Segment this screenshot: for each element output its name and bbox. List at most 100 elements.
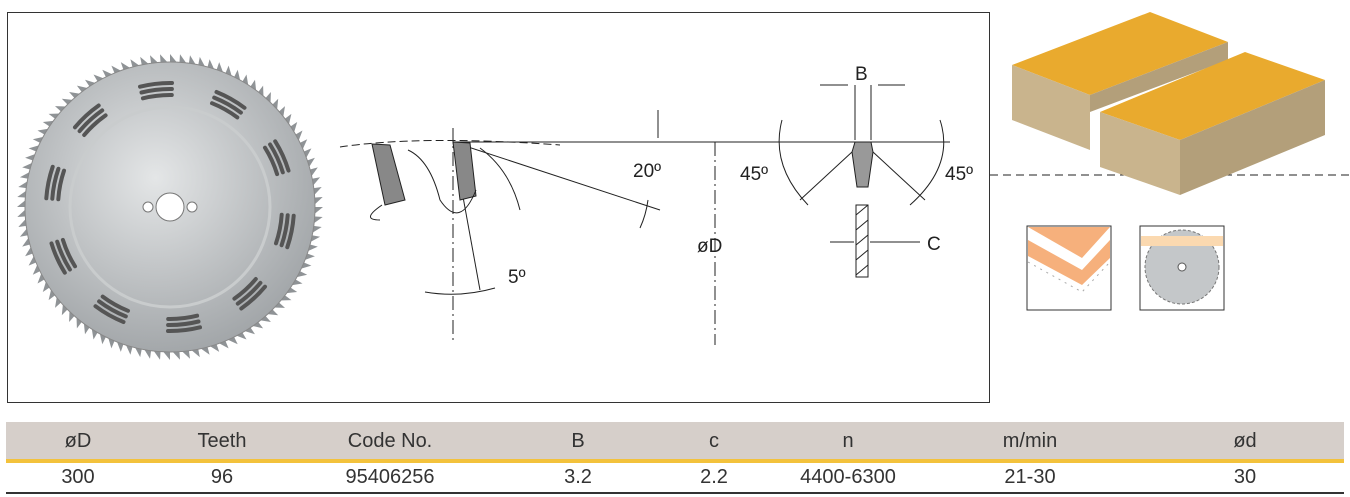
- header-teeth: Teeth: [197, 430, 247, 452]
- expansion-slot: [139, 86, 174, 95]
- expansion-slot: [77, 108, 105, 134]
- saw-tooth: [42, 280, 51, 292]
- expansion-slot: [140, 92, 174, 101]
- expansion-slot: [210, 101, 240, 120]
- expansion-slot: [55, 239, 72, 272]
- expansion-slot: [274, 212, 284, 246]
- expansion-slot: [285, 213, 296, 250]
- label-hook-angle: 5º: [508, 267, 526, 288]
- saw-tooth: [153, 350, 161, 360]
- saw-tooth: [91, 327, 98, 340]
- saw-tooth: [76, 85, 89, 93]
- expansion-slot: [214, 90, 247, 110]
- expansion-slot: [235, 280, 263, 306]
- saw-tooth: [290, 279, 303, 286]
- expansion-slot: [60, 237, 77, 269]
- label-right-angle: 45º: [945, 164, 973, 185]
- laminated-panel-icon: [1026, 225, 1112, 311]
- expansion-slot: [273, 139, 291, 173]
- cell-c: 2.2: [700, 466, 728, 488]
- saw-tooth: [313, 207, 323, 215]
- expansion-slot: [44, 164, 55, 201]
- saw-tooth: [160, 54, 169, 64]
- saw-tooth: [251, 321, 264, 329]
- saw-tooth: [289, 122, 298, 134]
- expansion-slot: [239, 284, 267, 311]
- saw-tooth: [188, 55, 197, 66]
- saw-tooth: [17, 190, 27, 198]
- saw-tooth: [17, 199, 27, 207]
- saw-tooth: [312, 187, 322, 196]
- saw-tooth: [150, 55, 159, 65]
- cell-m-min: 21-30: [1004, 466, 1056, 488]
- saw-tooth: [179, 54, 187, 64]
- cell-bore: 30: [1233, 466, 1257, 488]
- saw-tooth: [93, 74, 105, 83]
- expansion-slot: [138, 80, 174, 89]
- saw-tooth: [48, 288, 56, 301]
- saw-tooth: [311, 225, 322, 234]
- saw-tooth: [83, 322, 90, 335]
- saw-tooth: [243, 326, 255, 335]
- saw-tooth: [69, 92, 81, 99]
- saw-tooth: [85, 79, 97, 88]
- saw-tooth: [235, 331, 247, 340]
- saw-tooth: [313, 216, 323, 224]
- saw-tooth: [271, 98, 279, 111]
- saw-tooth: [143, 348, 152, 359]
- saw-tooth: [162, 350, 170, 360]
- expansion-slot: [279, 213, 290, 248]
- expansion-slot: [212, 95, 243, 115]
- expansion-slot: [166, 325, 202, 334]
- expansion-slot: [166, 313, 200, 322]
- saw-tooth: [17, 208, 27, 217]
- header-n: n: [842, 430, 854, 452]
- saw-tooth: [170, 54, 178, 64]
- label-diameter: øD: [697, 236, 722, 257]
- cell-diameter: 300: [61, 466, 95, 488]
- saw-tooth: [285, 287, 298, 294]
- saw-tooth: [266, 308, 279, 316]
- saw-tooth: [61, 303, 69, 316]
- expansion-slot: [49, 241, 67, 275]
- expansion-slot: [73, 103, 101, 130]
- header-m-min: m/min: [1002, 430, 1058, 452]
- saw-tooth: [313, 197, 323, 206]
- saw-cutting-icon: [1139, 225, 1225, 311]
- saw-tooth: [181, 349, 190, 359]
- saw-tooth: [61, 98, 74, 106]
- technical-drawing: B 20º 45º 45º øD C 5º: [17, 12, 1350, 360]
- header-b: B: [571, 430, 585, 452]
- expansion-slot: [93, 304, 126, 324]
- expansion-slot: [268, 142, 285, 175]
- cell-b: 3.2: [564, 466, 592, 488]
- saw-blade-image: [17, 54, 323, 360]
- saw-tooth: [18, 218, 28, 227]
- label-left-angle: 45º: [740, 164, 768, 185]
- saw-tooth: [259, 315, 271, 322]
- saw-tooth: [42, 120, 55, 127]
- diagram-frame: [7, 12, 990, 403]
- expansion-slot: [232, 277, 258, 301]
- saw-tooth: [250, 79, 257, 92]
- saw-tooth: [55, 296, 62, 308]
- header-c: c: [709, 430, 719, 452]
- header-code-no: Code No.: [347, 430, 433, 452]
- expansion-slot: [100, 294, 130, 313]
- expansion-slot: [82, 113, 108, 137]
- saw-tooth: [284, 113, 292, 126]
- expansion-slot: [166, 319, 201, 328]
- expansion-slot: [263, 145, 280, 177]
- cell-teeth: 96: [210, 466, 234, 488]
- label-B: B: [855, 64, 868, 85]
- saw-tooth: [37, 272, 46, 284]
- expansion-slot: [50, 166, 61, 201]
- boards-illustration: [1012, 12, 1325, 195]
- saw-tooth: [278, 106, 285, 118]
- header-diameter: øD: [64, 430, 92, 452]
- saw-tooth: [294, 130, 303, 142]
- expansion-slot: [56, 168, 66, 202]
